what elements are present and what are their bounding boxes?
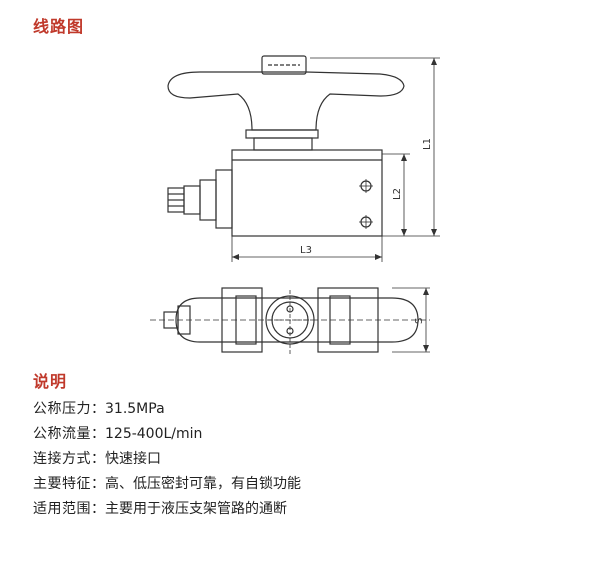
drawing-heading: 线路图 [33,17,85,36]
spec-label: 公称流量 [33,426,91,442]
spec-connection: 连接方式：快速接口 [33,448,161,468]
description-heading: 说明 [33,372,68,391]
spec-separator: ： [91,401,105,417]
lever-top [175,297,419,343]
inlet-adapter [199,179,217,221]
handle-lever [167,71,405,131]
dim-s: S [414,318,425,324]
spec-pressure: 公称压力：31.5MPa [33,398,165,418]
spec-value: 125-400L/min [105,426,203,442]
dim-l3: L3 [300,245,312,256]
spec-value: 主要用于液压支架管路的通断 [105,501,287,517]
handle-cap [261,55,307,75]
spec-application: 适用范围：主要用于液压支架管路的通断 [33,498,287,518]
spec-label: 连接方式 [33,451,91,467]
quick-coupling [183,185,201,215]
spec-label: 主要特征 [33,476,91,492]
dim-l2: L2 [392,188,403,200]
spec-value: 31.5MPa [105,401,165,417]
spec-separator: ： [91,451,105,467]
spec-label: 适用范围 [33,501,91,517]
stem-neck [253,137,313,151]
inlet-flange [215,169,233,229]
front-view [167,55,405,237]
stem-collar [245,129,319,139]
spec-label: 公称压力 [33,401,91,417]
spec-flow: 公称流量：125-400L/min [33,423,202,443]
spec-separator: ： [91,476,105,492]
valve-technical-drawing: L1 L2 L3 S [150,55,440,356]
spec-value: 快速接口 [105,451,161,467]
spec-separator: ： [91,501,105,517]
spec-features: 主要特征：高、低压密封可靠，有自锁功能 [33,473,301,493]
spec-separator: ： [91,426,105,442]
front-dimensions [231,57,440,262]
dim-l1: L1 [422,138,433,150]
top-view [150,287,430,356]
spec-value: 高、低压密封可靠，有自锁功能 [105,476,301,492]
valve-body [231,149,383,237]
